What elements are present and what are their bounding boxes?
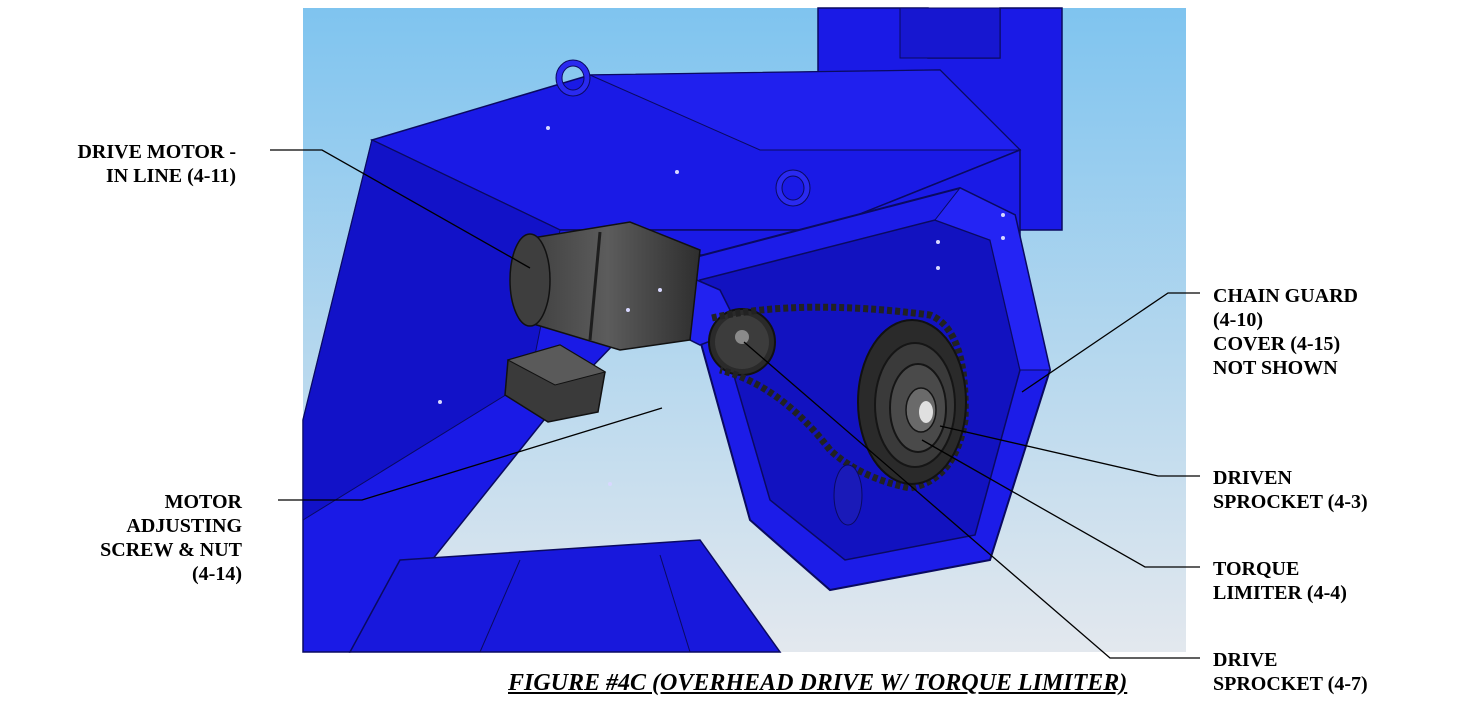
drive-sprocket (708, 308, 776, 376)
leader-torque-limiter (921, 439, 1200, 568)
callout-line: DRIVE (1213, 649, 1278, 671)
callout-line: NOT SHOWN (1213, 357, 1338, 379)
callout-line: ADJUSTING (126, 515, 242, 537)
callout-motor-adjusting: MOTOR ADJUSTING SCREW & NUT (4-14) (100, 490, 242, 586)
figure-caption: FIGURE #4C (OVERHEAD DRIVE W/ TORQUE LIM… (508, 670, 1128, 696)
leader-chain-guard (1021, 292, 1200, 393)
callout-line: SCREW & NUT (100, 539, 242, 561)
callout-line: MOTOR (164, 491, 242, 513)
callout-line: LIMITER (4-4) (1213, 582, 1347, 604)
callout-drive-motor: DRIVE MOTOR - IN LINE (4-11) (77, 140, 236, 188)
callout-line: TORQUE (1213, 558, 1300, 580)
callout-driven-sprocket: DRIVEN SPROCKET (4-3) (1213, 466, 1368, 514)
callout-torque-limiter: TORQUE LIMITER (4-4) (1213, 557, 1347, 605)
lower-chute (348, 539, 782, 653)
callout-line: (4-10) (1213, 309, 1263, 331)
callout-chain-guard: CHAIN GUARD (4-10) COVER (4-15) NOT SHOW… (1213, 284, 1358, 380)
drive-chain (711, 303, 969, 492)
callout-line: COVER (4-15) (1213, 333, 1341, 355)
leader-motor-adjusting (278, 407, 663, 501)
callout-line: DRIVEN (1213, 467, 1292, 489)
leader-drive-motor (270, 149, 531, 269)
driven-sprocket (857, 319, 967, 485)
callout-line: (4-14) (192, 563, 242, 585)
callout-drive-sprocket: DRIVE SPROCKET (4-7) (1213, 648, 1368, 696)
leader-driven-sprocket (939, 425, 1200, 477)
callout-line: SPROCKET (4-3) (1213, 491, 1368, 513)
leader-lines (270, 149, 1200, 659)
callout-line: SPROCKET (4-7) (1213, 673, 1368, 695)
callout-line: DRIVE MOTOR - (77, 141, 236, 163)
callout-line: IN LINE (4-11) (105, 165, 236, 187)
leader-drive-sprocket (743, 341, 1200, 659)
bolt-dots (438, 126, 1005, 486)
callout-line: CHAIN GUARD (1213, 285, 1358, 307)
